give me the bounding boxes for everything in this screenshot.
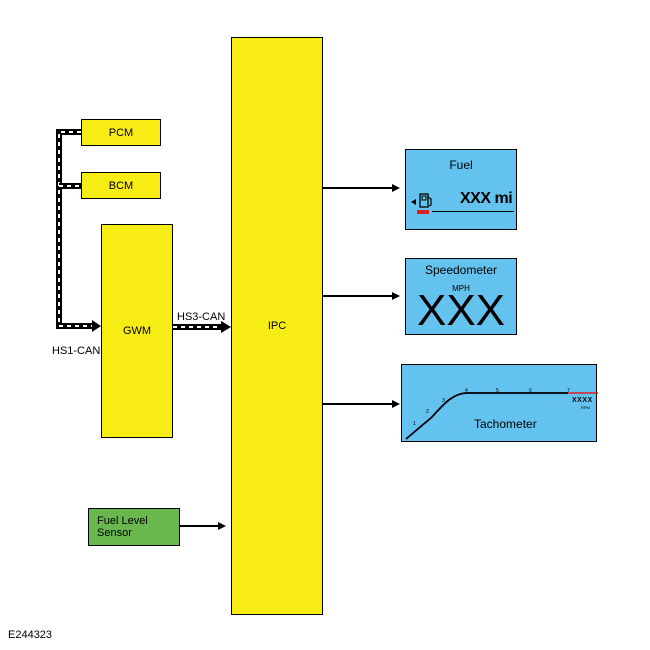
fuel-pump-icon — [411, 193, 432, 208]
speedometer-unit: MPH — [452, 284, 470, 293]
gwm-label: GWM — [122, 325, 152, 337]
speedometer-value: XXX — [416, 286, 506, 335]
gwm-module: GWM — [101, 224, 173, 438]
tachometer-tick-label: 2 — [426, 409, 429, 415]
fuel-gauge-segments — [432, 211, 514, 212]
speedometer-title: Speedometer — [424, 263, 498, 277]
pcm-label: PCM — [108, 126, 134, 139]
tachometer-display: 1 2 3 4 5 6 7 XXXX RPM Tachometer — [401, 364, 598, 442]
tachometer-tick-label: 5 — [496, 388, 499, 394]
tachometer-curve: 1 2 3 4 5 6 7 — [405, 388, 598, 440]
pcm-module: PCM — [81, 119, 161, 146]
tachometer-tick-label: 3 — [442, 398, 445, 404]
hs3-can-label: HS3-CAN — [177, 311, 226, 323]
tachometer-tick-label: 4 — [465, 388, 468, 394]
hs1-can-bus — [56, 129, 101, 332]
fuel-level-sensor: Fuel Level Sensor — [88, 508, 180, 546]
tachometer-tick-label: 6 — [529, 388, 532, 394]
tachometer-tick-label: 7 — [567, 388, 570, 394]
low-fuel-bar — [417, 210, 429, 214]
fuel-display: Fuel XXX mi — [405, 149, 517, 230]
fuel-level-sensor-label: Fuel Level Sensor — [97, 515, 148, 539]
tachometer-readout: XXXX — [572, 397, 593, 404]
hs3-can-bus — [173, 321, 231, 333]
speedometer-display: Speedometer MPH XXX — [405, 258, 517, 335]
fuel-range-value: XXX mi — [460, 190, 513, 207]
tachometer-title: Tachometer — [474, 417, 537, 431]
tachometer-tick-label: 1 — [413, 421, 416, 427]
bcm-module: BCM — [81, 172, 161, 199]
bcm-label: BCM — [108, 179, 134, 192]
fuel-display-title: Fuel — [449, 158, 473, 172]
tachometer-unit: RPM — [581, 405, 590, 410]
ipc-module: IPC — [231, 37, 323, 615]
figure-id: E244323 — [8, 629, 53, 641]
hs1-can-label: HS1-CAN — [52, 345, 101, 357]
ipc-label: IPC — [267, 320, 287, 332]
